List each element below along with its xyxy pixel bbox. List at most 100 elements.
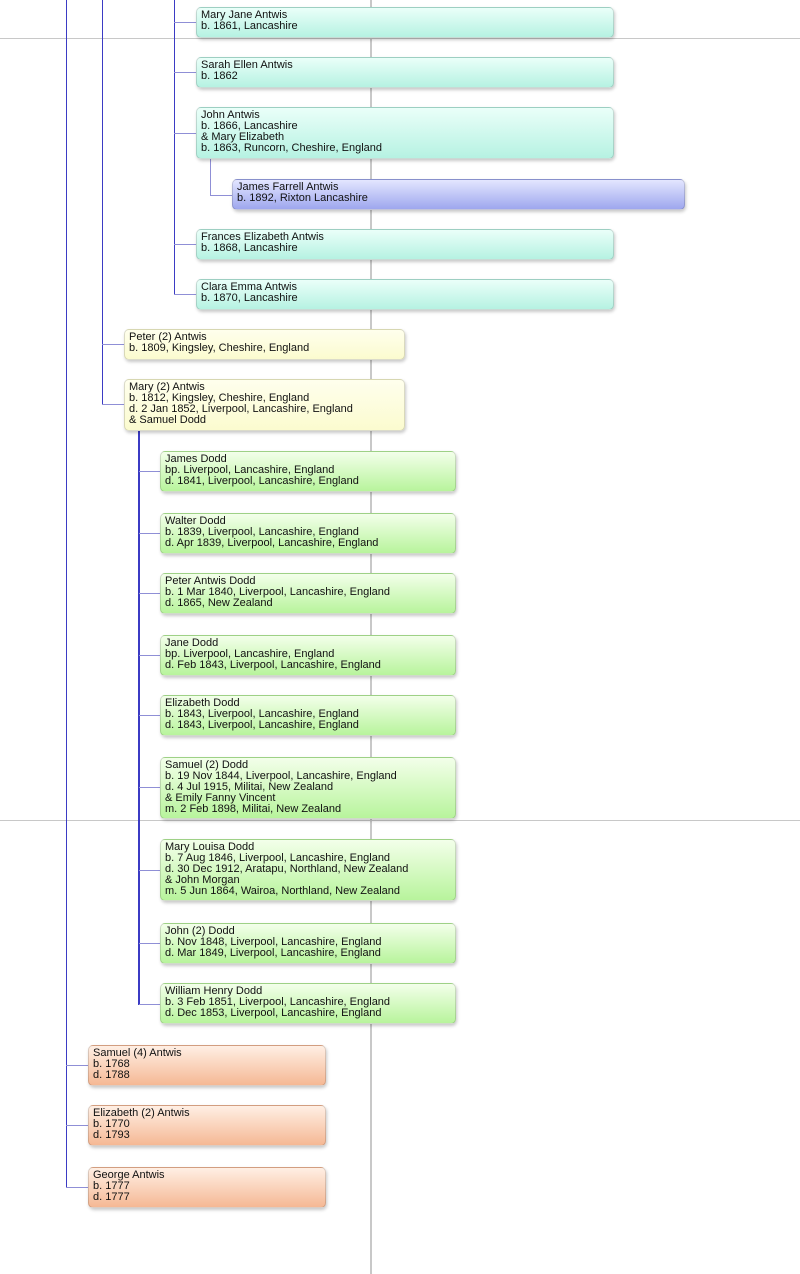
connector-line [174, 133, 196, 134]
person-name: James Farrell Antwis [237, 181, 339, 193]
person-box[interactable]: James Dodd bp. Liverpool, Lancashire, En… [160, 451, 456, 492]
connector-line [139, 593, 160, 594]
connector-line [139, 870, 160, 871]
person-detail: m. 5 Jun 1864, Wairoa, Northland, New Ze… [165, 885, 400, 897]
connector-line [139, 1004, 160, 1005]
person-name: George Antwis [93, 1169, 165, 1181]
page-break-line [0, 38, 800, 39]
person-name: John (2) Dodd [165, 925, 235, 937]
person-detail: b. 1863, Runcorn, Cheshire, England [201, 142, 383, 154]
spouse-name: & Emily Fanny Vincent [165, 792, 276, 804]
person-box[interactable]: Peter Antwis Dodd b. 1 Mar 1840, Liverpo… [160, 573, 456, 614]
person-detail: b. 1768 [93, 1058, 130, 1070]
person-detail: b. 7 Aug 1846, Liverpool, Lancashire, En… [165, 852, 391, 864]
spouse-name: & John Morgan [165, 874, 240, 886]
person-name: Jane Dodd [165, 637, 219, 649]
person-detail: b. 1 Mar 1840, Liverpool, Lancashire, En… [165, 586, 391, 598]
person-box[interactable]: Elizabeth (2) Antwis b. 1770 d. 1793 [88, 1105, 326, 1146]
person-detail: d. 1793 [93, 1129, 130, 1141]
person-name: Mary Jane Antwis [201, 9, 288, 21]
person-name: Samuel (2) Dodd [165, 759, 249, 771]
person-name: John Antwis [201, 109, 260, 121]
person-box[interactable]: Mary Louisa Dodd b. 7 Aug 1846, Liverpoo… [160, 839, 456, 901]
person-box[interactable]: Sarah Ellen Antwis b. 1862 [196, 57, 614, 88]
spouse-name: & Samuel Dodd [129, 414, 207, 426]
connector-line [139, 943, 160, 944]
connector-line [210, 158, 211, 196]
person-detail: d. Apr 1839, Liverpool, Lancashire, Engl… [165, 537, 379, 549]
connector-line [102, 0, 103, 404]
connector-line [174, 244, 196, 245]
person-name: Samuel (4) Antwis [93, 1047, 182, 1059]
spouse-name: & Mary Elizabeth [201, 131, 285, 143]
person-detail: b. 1839, Liverpool, Lancashire, England [165, 526, 359, 538]
person-box[interactable]: Jane Dodd bp. Liverpool, Lancashire, Eng… [160, 635, 456, 676]
connector-line [66, 1065, 88, 1066]
person-box[interactable]: Mary (2) Antwis b. 1812, Kingsley, Chesh… [124, 379, 405, 431]
person-box[interactable]: Walter Dodd b. 1839, Liverpool, Lancashi… [160, 513, 456, 554]
person-box[interactable]: Frances Elizabeth Antwis b. 1868, Lancas… [196, 229, 614, 260]
person-detail: b. 1870, Lancashire [201, 292, 298, 304]
connector-line [139, 533, 160, 534]
person-detail: d. 4 Jul 1915, Militai, New Zealand [165, 781, 334, 793]
person-box[interactable]: John (2) Dodd b. Nov 1848, Liverpool, La… [160, 923, 456, 964]
person-detail: b. Nov 1848, Liverpool, Lancashire, Engl… [165, 936, 382, 948]
person-box[interactable]: William Henry Dodd b. 3 Feb 1851, Liverp… [160, 983, 456, 1024]
person-detail: d. 2 Jan 1852, Liverpool, Lancashire, En… [129, 403, 353, 415]
person-detail: b. 1868, Lancashire [201, 242, 298, 254]
connector-line [102, 404, 124, 405]
person-detail: b. 1843, Liverpool, Lancashire, England [165, 708, 359, 720]
connector-line [139, 715, 160, 716]
person-detail: b. 1777 [93, 1180, 130, 1192]
connector-line [138, 430, 140, 1005]
person-detail: d. 1777 [93, 1191, 130, 1203]
person-detail: d. Feb 1843, Liverpool, Lancashire, Engl… [165, 659, 381, 671]
connector-line [139, 471, 160, 472]
person-name: Mary Louisa Dodd [165, 841, 255, 853]
person-box[interactable]: Samuel (4) Antwis b. 1768 d. 1788 [88, 1045, 326, 1086]
person-detail: d. Mar 1849, Liverpool, Lancashire, Engl… [165, 947, 381, 959]
connector-line [174, 294, 196, 295]
connector-line [139, 787, 160, 788]
person-name: Peter Antwis Dodd [165, 575, 256, 587]
person-detail: d. 1841, Liverpool, Lancashire, England [165, 475, 359, 487]
person-detail: d. 1843, Liverpool, Lancashire, England [165, 719, 359, 731]
connector-line [174, 22, 196, 23]
person-detail: b. 19 Nov 1844, Liverpool, Lancashire, E… [165, 770, 397, 782]
person-box[interactable]: James Farrell Antwis b. 1892, Rixton Lan… [232, 179, 685, 210]
person-detail: d. 30 Dec 1912, Aratapu, Northland, New … [165, 863, 409, 875]
person-detail: d. Dec 1853, Liverpool, Lancashire, Engl… [165, 1007, 382, 1019]
person-detail: b. 1866, Lancashire [201, 120, 298, 132]
person-name: Peter (2) Antwis [129, 331, 207, 343]
person-name: James Dodd [165, 453, 227, 465]
person-box[interactable]: Samuel (2) Dodd b. 19 Nov 1844, Liverpoo… [160, 757, 456, 819]
connector-line [174, 0, 175, 295]
person-detail: b. 1892, Rixton Lancashire [237, 192, 368, 204]
person-box[interactable]: Clara Emma Antwis b. 1870, Lancashire [196, 279, 614, 310]
person-detail: bp. Liverpool, Lancashire, England [165, 464, 335, 476]
person-name: Walter Dodd [165, 515, 226, 527]
person-box[interactable]: Mary Jane Antwis b. 1861, Lancashire [196, 7, 614, 38]
connector-line [174, 72, 196, 73]
person-detail: b. 3 Feb 1851, Liverpool, Lancashire, En… [165, 996, 391, 1008]
person-detail: b. 1770 [93, 1118, 130, 1130]
person-detail: b. 1809, Kingsley, Cheshire, England [129, 342, 310, 354]
person-name: Frances Elizabeth Antwis [201, 231, 324, 243]
person-detail: d. 1865, New Zealand [165, 597, 273, 609]
connector-line [139, 655, 160, 656]
person-detail: m. 2 Feb 1898, Militai, New Zealand [165, 803, 342, 815]
person-name: Mary (2) Antwis [129, 381, 205, 393]
person-name: Elizabeth (2) Antwis [93, 1107, 190, 1119]
connector-line [210, 195, 232, 196]
person-box[interactable]: John Antwis b. 1866, Lancashire & Mary E… [196, 107, 614, 159]
person-box[interactable]: Elizabeth Dodd b. 1843, Liverpool, Lanca… [160, 695, 456, 736]
person-name: Sarah Ellen Antwis [201, 59, 293, 71]
page-break-line [0, 820, 800, 821]
person-box[interactable]: George Antwis b. 1777 d. 1777 [88, 1167, 326, 1208]
connector-line [66, 1125, 88, 1126]
person-detail: b. 1812, Kingsley, Cheshire, England [129, 392, 310, 404]
person-name: William Henry Dodd [165, 985, 263, 997]
connector-line [66, 0, 67, 1188]
person-box[interactable]: Peter (2) Antwis b. 1809, Kingsley, Ches… [124, 329, 405, 360]
person-detail: b. 1862 [201, 70, 238, 82]
